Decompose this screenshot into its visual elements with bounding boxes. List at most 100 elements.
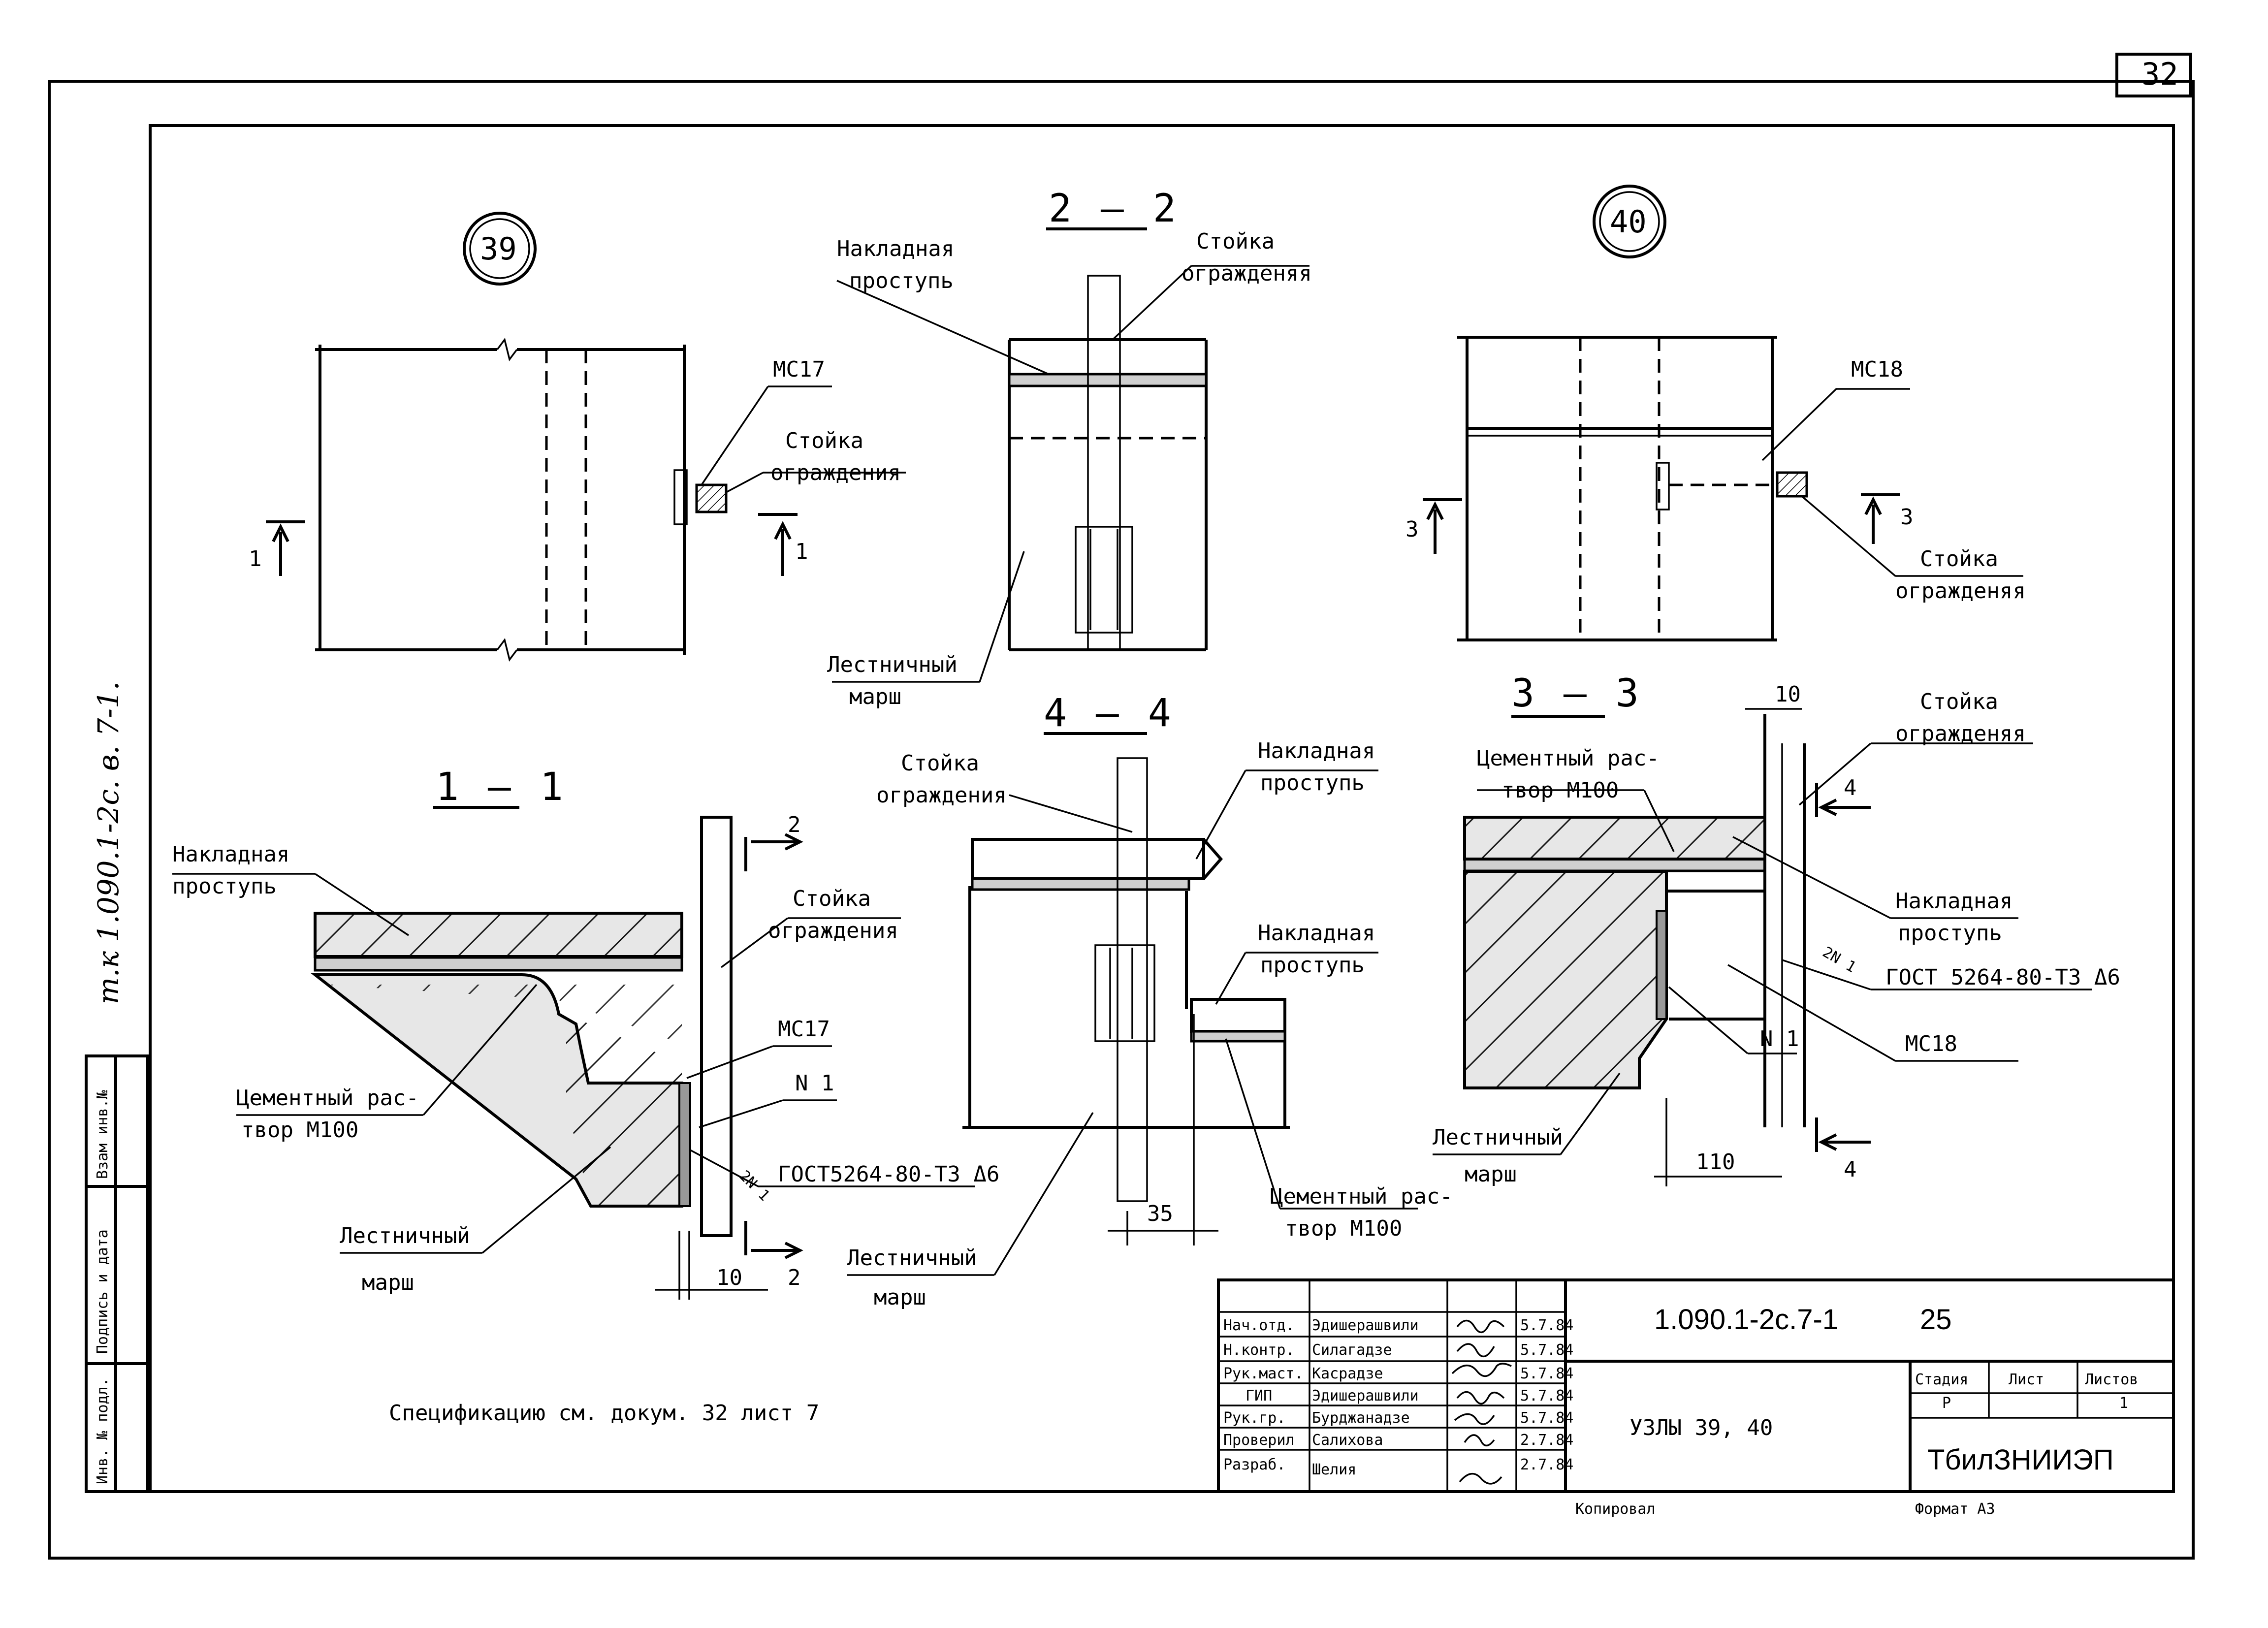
section-mark-4-top: 4 <box>1844 775 1857 800</box>
label-n1-1-1: N 1 <box>795 1071 834 1096</box>
label-mc18-40: МС18 <box>1851 357 1903 382</box>
section-mark-2-bottom: 2 <box>788 1265 801 1290</box>
embed-4-4 <box>1094 944 1155 1042</box>
outer-frame <box>48 80 2195 1560</box>
signatures <box>1451 1319 1512 1485</box>
section-title-4-4: 4 — 4 <box>1044 691 1174 735</box>
label-2n1-3-3: 2N 1 <box>1820 944 1859 976</box>
section-mark-4-bottom: 4 <box>1844 1157 1857 1182</box>
stage-value: Р <box>1942 1395 1951 1412</box>
inner-frame <box>149 124 2175 1493</box>
title-row-7: Разраб. Шелия 2.7.84 <box>1223 1456 1573 1478</box>
dim-10-3-3: 10 <box>1775 682 1801 707</box>
label-post-40-a: Стойка <box>1920 546 1998 572</box>
format-label: Формат А3 <box>1915 1500 1995 1518</box>
label-post-4-4-a: Стойка <box>901 751 979 776</box>
label-post-1-1-b: ограждения <box>768 918 898 943</box>
side-stamp: Взам инв.№ Подпись и дата Инв. № подл. <box>85 1054 149 1493</box>
row-role: Рук.гр. <box>1223 1409 1285 1427</box>
title-row-3: Рук.маст. Касрадзе 5.7.84 <box>1218 1365 1573 1384</box>
label-mortar-4-4-a: Цементный рас- <box>1270 1184 1453 1209</box>
row-role: Рук.маст. <box>1223 1365 1304 1382</box>
mortar-4-4 <box>971 877 1190 891</box>
label-tread-2-2-a: Накладная <box>837 236 954 261</box>
tread-2-2 <box>1008 373 1208 387</box>
label-mortar-3-3-b: твор М100 <box>1501 778 1619 803</box>
section-4-4: 4 — 4 35 Стойка ограждения Накладная про… <box>847 691 1453 1310</box>
label-mortar-1-1-b: твор М100 <box>241 1117 358 1143</box>
sheet-number-box <box>2115 53 2192 97</box>
title-row-6: Проверил Салихова 2.7.84 <box>1218 1432 1573 1451</box>
label-post-1-1-a: Стойка <box>793 886 871 911</box>
mortar-1-1 <box>314 956 683 972</box>
title-row-5: Рук.гр. Бурджанадзе 5.7.84 <box>1218 1409 1573 1429</box>
dim-110: 110 <box>1696 1149 1735 1175</box>
title-row-1: Нач.отд. Эдишерашвили 5.7.84 <box>1218 1317 1573 1338</box>
stage-label: Стадия <box>1915 1371 1968 1388</box>
label-post-39-b: ограждения <box>770 460 901 485</box>
title-row-2: Н.контр. Силагадзе 5.7.84 <box>1218 1341 1573 1362</box>
label-tread-2-2-b: проступь <box>849 268 954 293</box>
label-n1-3-3: N 1 <box>1760 1026 1799 1052</box>
section-3-3: 3 — 3 10 110 4 4 Цементный рас <box>1433 671 2120 1187</box>
label-flight-2-2-b: марш <box>849 684 901 709</box>
row-role: Проверил <box>1223 1432 1295 1449</box>
post-39 <box>695 483 728 513</box>
post-1-1 <box>700 816 733 1237</box>
row-name: Салихова <box>1312 1432 1383 1449</box>
section-mark-1-right: 1 <box>795 539 808 564</box>
label-gost-1-1: ГОСТ5264-80-Т3 Δ6 <box>778 1162 999 1187</box>
side-stamp-vzam: Взам инв.№ <box>94 1090 111 1179</box>
label-tread-4-4-a: Накладная <box>1258 738 1375 764</box>
organization: ТбилЗНИИЭП <box>1927 1444 2114 1476</box>
label-post-3-3-b: огражденяя <box>1895 721 2026 746</box>
row-name: Шелия <box>1312 1461 1356 1478</box>
detail-marker-40 <box>1593 185 1666 258</box>
label-tread-3-3-a: Накладная <box>1895 889 2012 914</box>
row-name: Касрадзе <box>1312 1365 1383 1382</box>
row-role: Нач.отд. <box>1223 1317 1295 1334</box>
row-role: Н.контр. <box>1223 1341 1295 1359</box>
document-sheet-no: 25 <box>1920 1304 1952 1336</box>
section-title-2-2: 2 — 2 <box>1049 187 1179 231</box>
row-date: 2.7.84 <box>1520 1456 1573 1473</box>
plate-1-1 <box>678 1082 691 1207</box>
label-tread-1-1-a: Накладная <box>172 842 289 867</box>
label-post-40-b: огражденяя <box>1895 578 2026 604</box>
mortar-3-3 <box>1463 858 1766 872</box>
dim-10-1-1: 10 <box>716 1265 742 1290</box>
label-mc17-39: МС17 <box>773 357 825 382</box>
row-date: 2.7.84 <box>1520 1432 1573 1449</box>
detail-40: 40 3 3 МС18 Стойка огражденяя <box>1406 185 2026 641</box>
section-2-2: 2 — 2 Накладная проступь Стойка огражден… <box>827 187 1312 709</box>
row-date: 5.7.84 <box>1520 1365 1573 1382</box>
label-mortar-4-4-b: твор М100 <box>1285 1216 1402 1241</box>
document-code: 1.090.1-2с.7-1 <box>1654 1304 1838 1336</box>
row-name: Силагадзе <box>1312 1341 1392 1359</box>
label-gost-3-3: ГОСТ 5264-80-Т3 Δ6 <box>1885 965 2120 990</box>
label-post-3-3-a: Стойка <box>1920 689 1998 714</box>
label-flight-3-3-b: марш <box>1465 1162 1517 1187</box>
tread-4-4 <box>971 838 1205 880</box>
detail-marker-39-label: 39 <box>480 231 517 267</box>
embed-2-2 <box>1075 526 1133 634</box>
title-row-4: ГИП Эдишерашвили 5.7.84 <box>1218 1387 1573 1406</box>
row-name: Эдишерашвили <box>1312 1387 1419 1405</box>
sheets-label: Листов <box>2085 1371 2138 1388</box>
post-40 <box>1776 471 1808 498</box>
label-mortar-3-3-a: Цементный рас- <box>1477 746 1660 771</box>
section-1-1: 1 — 1 2 2 10 Накладная проступь <box>172 765 999 1300</box>
dim-35: 35 <box>1147 1201 1173 1226</box>
detail-marker-39 <box>463 212 537 286</box>
side-stamp-sign: Подпись и дата <box>94 1229 111 1354</box>
post-2-2 <box>1087 275 1121 651</box>
list-label: Лист <box>2009 1371 2044 1388</box>
row-name: Эдишерашвили <box>1312 1317 1419 1334</box>
row-name: Бурджанадзе <box>1312 1409 1410 1427</box>
side-stamp-inv: Инв. № подл. <box>94 1377 111 1484</box>
section-mark-3-right: 3 <box>1900 505 1914 530</box>
side-note: т.к 1.090.1-2с. в. 7-1. <box>92 681 125 1004</box>
label-mortar-1-1-a: Цементный рас- <box>236 1085 419 1111</box>
section-mark-1-left: 1 <box>249 546 262 572</box>
